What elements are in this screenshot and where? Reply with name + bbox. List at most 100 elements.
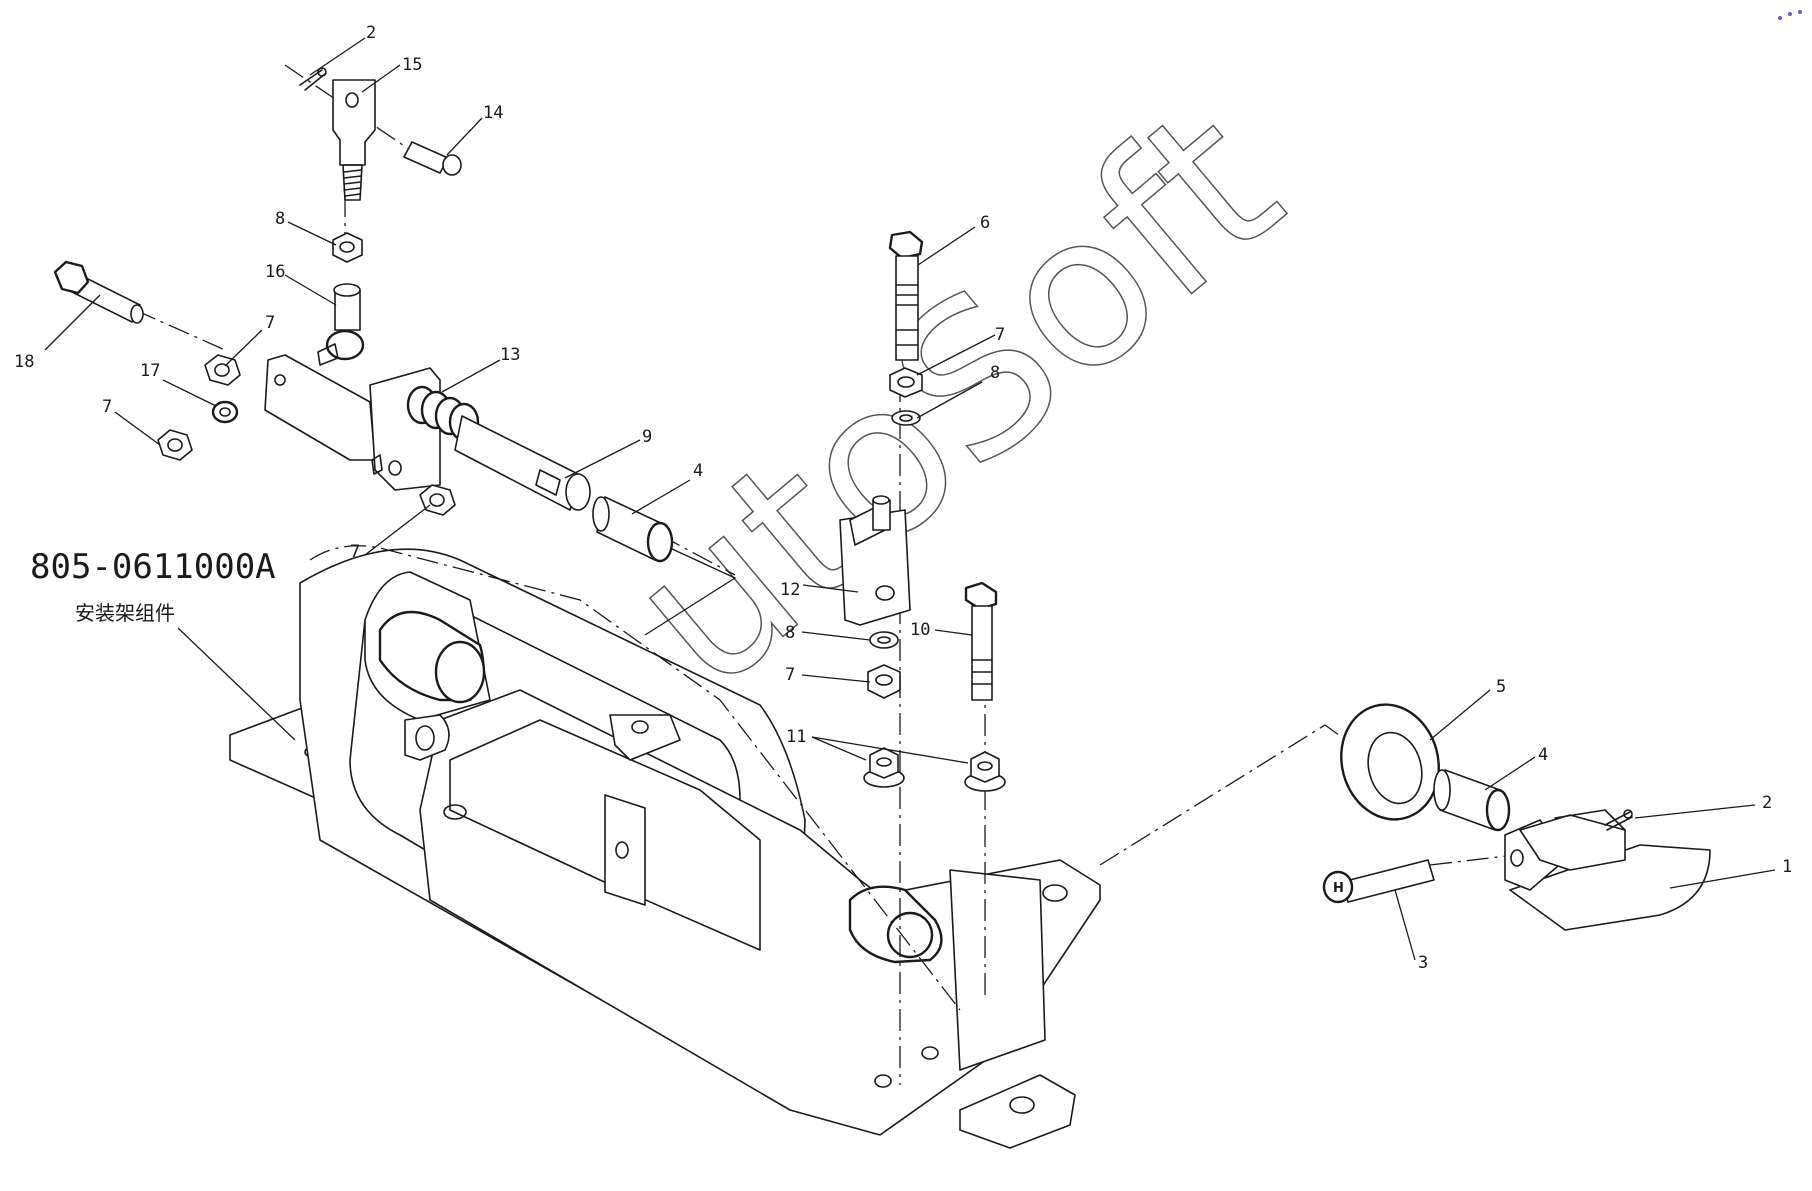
plate-hole <box>874 1074 892 1088</box>
rod-end-16 <box>317 283 365 366</box>
ring-5 <box>1340 703 1440 821</box>
pedal-1-hole <box>1510 849 1524 867</box>
callout-label: 14 <box>483 103 503 123</box>
hex-nut-7-center-lower-bore <box>875 674 893 686</box>
bracket-phantom-line <box>309 545 961 1011</box>
callout-label: 7 <box>350 542 360 562</box>
callout-label: 13 <box>500 345 520 365</box>
cotter-pin-right-eye <box>1623 809 1633 819</box>
lock-washer-17 <box>211 400 239 424</box>
clevis-pin-3: H <box>1322 859 1435 904</box>
lever-arm-hole <box>274 374 286 386</box>
bolt-6-head <box>888 230 924 260</box>
callout-label: 8 <box>990 363 1000 383</box>
hex-nut-7-lever-body <box>419 484 456 516</box>
washer-8-center-lower <box>869 631 899 649</box>
callout-label: 2 <box>366 23 376 43</box>
callout-label: 18 <box>14 352 34 372</box>
pin-3-centerline <box>1429 854 1516 866</box>
bolt-10-threads <box>971 659 993 685</box>
bracket-top-plate-opening <box>449 719 761 951</box>
assembly-name: 安装架组件 <box>75 601 175 625</box>
ring-5-inner <box>1367 731 1423 805</box>
callout-label: 7 <box>265 313 275 333</box>
lever-arm-tab <box>371 454 383 475</box>
hex-nut-7-upper-left-body <box>204 354 241 386</box>
bracket-web <box>604 794 646 906</box>
bracket-web-hole <box>615 841 629 859</box>
plate-hole <box>443 804 467 820</box>
plate-hole <box>921 1046 939 1060</box>
callout-label: 9 <box>642 427 652 447</box>
shaft-9 <box>454 415 591 511</box>
pedal-1-plate <box>1509 844 1711 931</box>
bracket-lower-tab-hole <box>415 725 435 751</box>
lever-arm <box>264 354 441 491</box>
callout-label: 10 <box>910 620 930 640</box>
callout-numbers: 2 15 14 8 16 18 7 17 7 13 9 4 7 6 7 8 12… <box>14 23 1792 973</box>
bracket-12 <box>839 495 911 626</box>
mounting-bracket-assembly <box>229 548 1101 1149</box>
hex-nut-7-center-upper-body <box>889 367 923 398</box>
right-foot-hole <box>1009 1096 1035 1114</box>
washer-8-center-upper-bore <box>899 414 913 422</box>
callout-label: 3 <box>1418 953 1428 973</box>
clevis-pin-3-head <box>1322 870 1354 904</box>
bolt-18-centerline <box>134 309 226 351</box>
bracket-12-hole <box>875 585 895 601</box>
bushing-4-lower-rear <box>1433 769 1451 811</box>
hex-nut-7-upper-left <box>204 354 241 386</box>
hex-nut-7-upper-left-bore <box>214 363 230 377</box>
bracket-lower-boss-bore <box>886 911 934 959</box>
clevis-pin-14-head <box>442 154 462 176</box>
bracket-right-foot <box>959 1074 1076 1149</box>
callout-label: 12 <box>780 580 800 600</box>
bolt-10 <box>964 581 998 701</box>
hex-nut-7-lower-left-body <box>157 429 193 461</box>
hex-nut-8-top-bore <box>339 241 355 253</box>
clevis-fork-body <box>332 79 376 166</box>
lock-washer-17-bore <box>219 407 231 417</box>
bracket-plate-tab <box>609 714 681 761</box>
lock-washer-17-body <box>211 400 239 424</box>
rod-end-16-stud <box>317 343 339 366</box>
bushing-4-upper-front <box>646 521 674 563</box>
lever-arm-plate <box>264 354 376 461</box>
clevis-pin-3-body <box>1341 859 1435 903</box>
lever-arm-upright <box>369 367 441 491</box>
hex-nut-7-lower-left-bore <box>167 438 183 452</box>
callout-label: 4 <box>1538 745 1548 765</box>
clevis-fork <box>332 79 376 201</box>
bracket-plate-tab-hole <box>631 720 649 734</box>
callout-label: 17 <box>140 361 160 381</box>
hex-nut-8-top <box>332 232 363 263</box>
hex-nut-7-center-upper-bore <box>897 376 915 388</box>
cotter-pin-right-body <box>1604 811 1633 831</box>
callout-label: 7 <box>785 665 795 685</box>
callout-label: 4 <box>693 461 703 481</box>
bushing-4-upper <box>592 496 674 563</box>
washer-8-center-lower-bore <box>877 636 891 644</box>
bushing-4-upper-rear <box>592 496 610 532</box>
hex-nut-7-center-lower-body <box>867 664 901 699</box>
flange-nut-11-left <box>863 747 905 788</box>
plate-hole <box>1042 884 1068 902</box>
hex-nut-7-center-upper <box>889 367 923 398</box>
bolt-10-head <box>964 581 998 611</box>
shaft-to-bracket-line <box>644 547 737 636</box>
bushing-4-lower <box>1433 769 1511 832</box>
callout-label: 16 <box>265 262 285 282</box>
washer-8-center-upper <box>891 410 921 426</box>
leader-lines <box>44 37 1776 961</box>
washer-8-center-lower-body <box>869 631 899 649</box>
callout-label: 8 <box>275 209 285 229</box>
callout-label: 5 <box>1496 677 1506 697</box>
clevis-fork-hole <box>345 92 359 108</box>
callout-label: 15 <box>402 55 422 75</box>
rod-end-16-tube-top <box>333 283 361 297</box>
clevis-fork-threaded-stub <box>342 164 363 201</box>
hex-nut-8-top-body <box>332 232 363 263</box>
hex-nut-7-lever <box>419 484 456 516</box>
cotter-pin-eye <box>317 67 327 77</box>
